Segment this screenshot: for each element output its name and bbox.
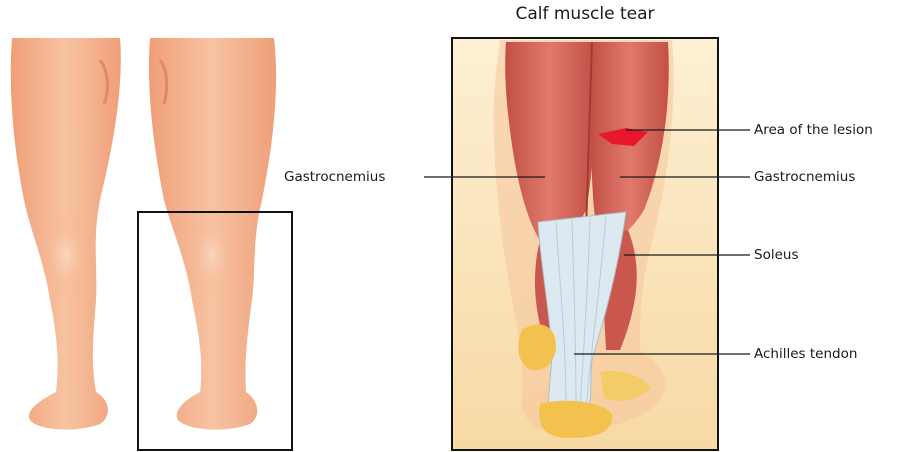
label-gastrocnemius-right: Gastrocnemius [754,169,855,185]
label-area-of-lesion: Area of the lesion [754,122,873,138]
label-achilles-tendon: Achilles tendon [754,346,857,362]
left-leg [11,38,121,430]
label-soleus: Soleus [754,247,798,263]
right-leg [149,38,276,430]
label-gastrocnemius-left: Gastrocnemius [284,169,385,185]
